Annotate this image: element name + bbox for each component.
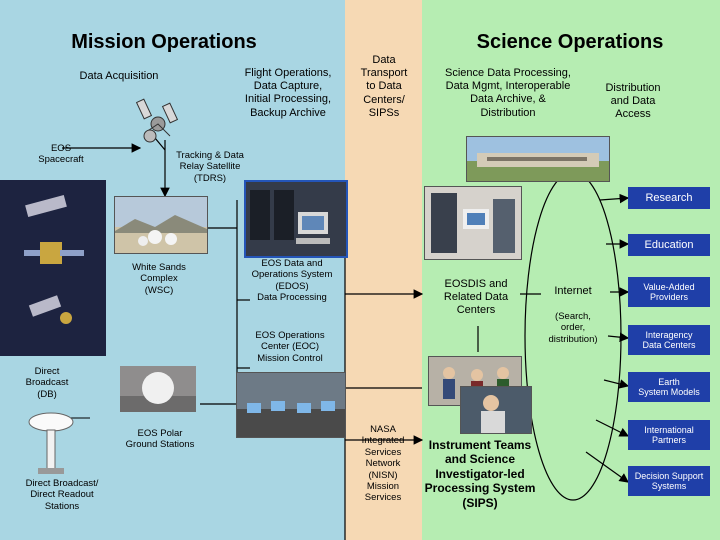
edos-label: EOS Data and Operations System (EDOS) Da… bbox=[251, 258, 333, 304]
user-interagency-box: Interagency Data Centers bbox=[628, 325, 710, 355]
data-center-building-image bbox=[466, 136, 610, 182]
user-research-label: Research bbox=[645, 191, 693, 204]
eos-spacecraft-label: EOS Spacecraft bbox=[38, 143, 84, 166]
sips-workstation-image bbox=[460, 386, 532, 434]
distribution-access-label: Distribution and Data Access bbox=[605, 82, 661, 121]
edos-image bbox=[244, 180, 348, 258]
polar-ground-stations-label: EOS Polar Ground Stations bbox=[125, 428, 195, 451]
user-international-partners-label: International Partners bbox=[644, 424, 694, 445]
science-operations-heading: Science Operations bbox=[476, 31, 664, 53]
science-operations-zone bbox=[422, 0, 720, 540]
eos-spacecraft-images-panel bbox=[0, 180, 106, 356]
user-education-box: Education bbox=[628, 234, 710, 256]
direct-broadcast-label: Direct Broadcast (DB) bbox=[25, 366, 69, 400]
nisn-label: NASA Integrated Services Network (NISN) … bbox=[361, 424, 405, 504]
data-transport-zone bbox=[345, 0, 422, 540]
user-research-box: Research bbox=[628, 187, 710, 209]
user-earth-system-models-label: Earth System Models bbox=[638, 376, 700, 397]
tdrs-label: Tracking & Data Relay Satellite (TDRS) bbox=[176, 150, 244, 184]
polar-ground-station-image bbox=[120, 366, 196, 412]
user-interagency-label: Interagency Data Centers bbox=[642, 329, 696, 350]
white-sands-image bbox=[114, 196, 208, 254]
eosdis-label: EOSDIS and Related Data Centers bbox=[443, 278, 509, 317]
user-decision-support-box: Decision Support Systems bbox=[628, 466, 710, 496]
eoc-label: EOS Operations Center (EOC) Mission Cont… bbox=[255, 330, 325, 364]
data-acquisition-label: Data Acquisition bbox=[79, 70, 159, 82]
science-data-processing-label: Science Data Processing, Data Mgmt, Inte… bbox=[445, 67, 571, 119]
direct-readout-stations-label: Direct Broadcast/ Direct Readout Station… bbox=[25, 478, 99, 512]
data-transport-label: Data Transport to Data Centers/ SIPSs bbox=[360, 54, 408, 119]
flight-operations-label: Flight Operations, Data Capture, Initial… bbox=[244, 67, 332, 119]
user-value-added-label: Value-Added Providers bbox=[643, 281, 695, 302]
user-value-added-box: Value-Added Providers bbox=[628, 277, 710, 307]
sips-label: Instrument Teams and Science Investigato… bbox=[424, 438, 536, 510]
internet-search-label: (Search, order, distribution) bbox=[548, 311, 598, 345]
user-earth-system-models-box: Earth System Models bbox=[628, 372, 710, 402]
user-international-partners-box: International Partners bbox=[628, 420, 710, 450]
user-education-label: Education bbox=[644, 238, 694, 251]
data-center-equipment-image bbox=[424, 186, 522, 260]
mission-control-image bbox=[236, 372, 346, 438]
internet-label: Internet bbox=[554, 285, 592, 297]
white-sands-label: White Sands Complex (WSC) bbox=[132, 262, 186, 296]
mission-operations-heading: Mission Operations bbox=[71, 31, 257, 53]
spacecraft-image bbox=[0, 180, 106, 356]
tdrs-satellite-icon bbox=[136, 98, 179, 143]
direct-readout-antenna-icon bbox=[28, 412, 74, 474]
user-decision-support-label: Decision Support Systems bbox=[634, 470, 704, 491]
